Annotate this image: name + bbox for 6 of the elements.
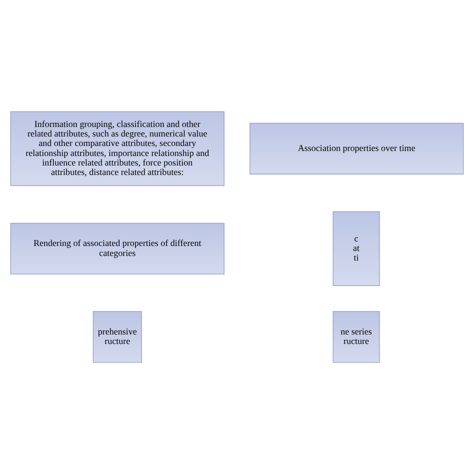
- node-box: Association properties over time: [250, 122, 464, 174]
- node-box: Rendering of associated properties of different categories: [10, 222, 224, 274]
- node-box: ne series ructure: [332, 311, 380, 363]
- node-box: c at ti: [332, 211, 380, 286]
- node-box: Information grouping, classification and other related attributes, such as degree, numerical value and other comparative attributes, secondary relationship attributes, importance relationship and influence related attributes, force position attributes, distance related attributes:: [10, 111, 224, 186]
- node-box: prehensive ructure: [92, 311, 142, 363]
